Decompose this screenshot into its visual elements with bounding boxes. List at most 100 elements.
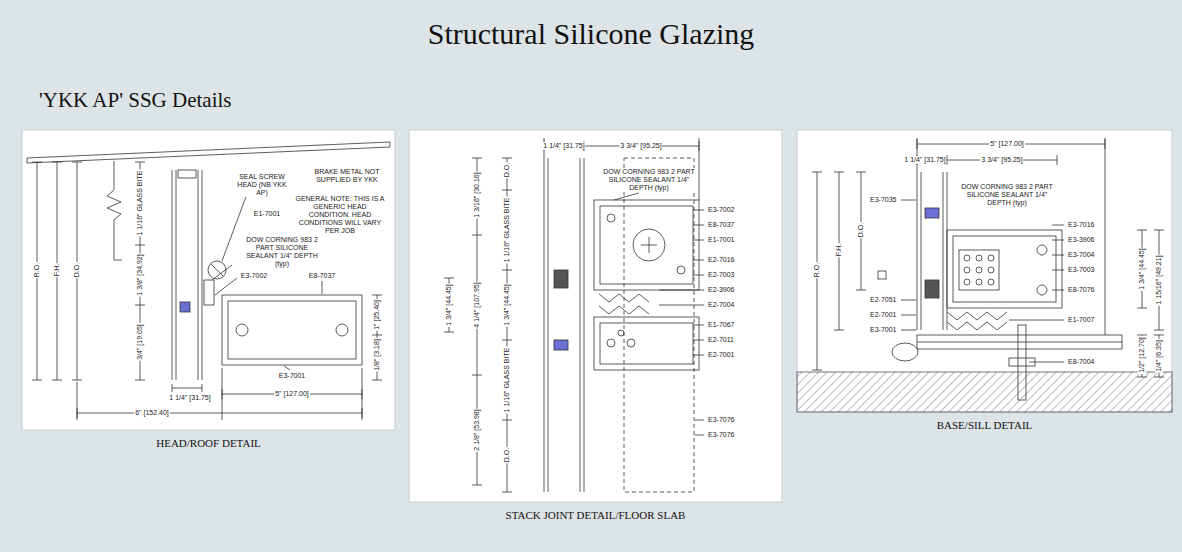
dimension-line	[1137, 230, 1147, 377]
screw-boss	[607, 214, 615, 222]
dimension-line	[135, 162, 145, 380]
dimension-label: 1 3/4" [44.45]	[1138, 247, 1146, 290]
dimension-line	[72, 162, 82, 380]
sill-gasket	[947, 322, 1007, 330]
screw-boss	[677, 266, 685, 274]
sill-plate	[917, 342, 1122, 343]
dimension-label: D.O.	[503, 162, 511, 178]
setting-block	[554, 270, 568, 288]
dimension-label: 1/4" [6.35]	[1155, 339, 1163, 373]
dimension-label: 1/2" [12.70]	[1138, 336, 1146, 374]
callout-label: 5" [127.00]	[274, 390, 310, 398]
callout-label: 5" [127.00]	[989, 140, 1025, 148]
ink	[444, 138, 704, 492]
dimension-label: F.H.	[835, 243, 843, 257]
screw-boss	[336, 324, 348, 336]
glazing-gasket	[180, 302, 190, 312]
dimension-line	[1154, 230, 1164, 377]
glass-line	[544, 158, 545, 492]
panel-ground	[22, 130, 395, 430]
dimension-label: F.H.	[53, 263, 61, 277]
callout-label: DOW CORNING 983 2 PART SILICONE SEALANT …	[239, 236, 326, 268]
dimension-line	[172, 384, 202, 392]
callout-label: E1-7067	[707, 321, 735, 329]
dimension-line	[856, 172, 866, 290]
callout-label: E3-7002	[240, 272, 268, 280]
frame-profile	[600, 206, 693, 284]
callout-label: E2-7001	[869, 311, 897, 319]
callout-label: E3-3906	[1067, 236, 1095, 244]
dimension-line	[917, 139, 1105, 149]
dimension-line	[472, 158, 482, 485]
callout-label: DOW CORNING 983 2 PART SILICONE SEALANT …	[601, 168, 698, 192]
glass-line	[917, 172, 918, 330]
dimension-label: 1 1/16" GLASS BITE	[503, 347, 511, 414]
callout-label: E3-7035	[869, 196, 897, 204]
sill-plate	[917, 335, 1122, 349]
glass-line	[548, 158, 549, 492]
dimension-line	[502, 158, 512, 492]
head-detail-drawing	[22, 130, 395, 430]
thermal-break	[959, 250, 999, 290]
concrete-slab	[797, 372, 1172, 412]
glass-line	[198, 170, 199, 380]
callout-label: E3-7076	[707, 431, 735, 439]
page-title: Structural Silicone Glazing	[0, 16, 1182, 52]
screw-boss	[607, 339, 615, 347]
thermal-dot	[976, 279, 982, 285]
dimension-label: 2 1/8" [53.98]	[473, 408, 481, 451]
callout-label: E3-7076	[707, 416, 735, 424]
dimension-line	[444, 278, 454, 332]
dimension-label: 1" [25.40]	[373, 299, 381, 331]
dimension-label: 1 3/8" [34.92]	[136, 253, 144, 296]
dimension-label: D.O.	[857, 222, 865, 238]
panel-ground	[409, 130, 782, 502]
pulley-cross	[641, 237, 657, 253]
callout-label: E2-7001	[707, 351, 735, 359]
dimension-label: R.O.	[813, 262, 821, 278]
extension-line	[917, 138, 1105, 335]
screw-boss	[236, 324, 248, 336]
glass-line	[584, 158, 585, 492]
glass-line	[202, 170, 203, 380]
stack-gasket	[599, 306, 649, 314]
pulley-circle	[633, 229, 665, 261]
ink	[27, 142, 390, 420]
callout-label: E2-3906	[707, 286, 735, 294]
base-sill-drawing	[797, 130, 1172, 412]
dimension-line	[222, 389, 362, 399]
callout-label: E2-7016	[707, 256, 735, 264]
setting-block	[925, 280, 939, 298]
leader-line	[1009, 225, 1064, 362]
callout-label: E2-7003	[707, 271, 735, 279]
glazing-gasket	[554, 340, 568, 350]
callout-label: E1-7007	[1067, 316, 1095, 324]
callout-label: E8-7076	[1067, 286, 1095, 294]
frame-profile	[228, 301, 356, 359]
callout-label: BRAKE METAL NOT SUPPLIED BY YKK	[309, 168, 386, 184]
glass-line	[943, 172, 944, 330]
thermal-dot	[988, 267, 994, 273]
callout-label: E1-7001	[707, 236, 735, 244]
dimension-label: 1 15/16" [49.21]	[1155, 254, 1163, 305]
leader-line	[614, 193, 639, 200]
subtitle: 'YKK AP' SSG Details	[38, 88, 233, 113]
glass-spacer	[178, 170, 196, 178]
frame-profile	[222, 295, 362, 365]
panel-title: HEAD/ROOF DETAIL	[0, 437, 425, 450]
callout-label: E2-7011	[707, 336, 735, 344]
panel-title: STACK JOINT DETAIL/FLOOR SLAB	[379, 509, 812, 522]
thermal-dot	[976, 267, 982, 273]
frame-profile	[594, 317, 699, 370]
frame-profile	[947, 230, 1062, 308]
dimension-label: 1 1/16" GLASS BITE	[503, 197, 511, 264]
callout-label: 1 1/4" [31.75]	[903, 156, 946, 164]
glass-line	[172, 170, 173, 380]
ink	[812, 138, 1164, 400]
brake-clip	[107, 161, 122, 260]
screw-boss	[627, 339, 635, 347]
dimension-label: D.O.	[73, 262, 81, 278]
dimension-label: R.O.	[33, 262, 41, 278]
frame-profile	[600, 323, 693, 364]
callout-label: E8-7004	[1067, 358, 1095, 366]
